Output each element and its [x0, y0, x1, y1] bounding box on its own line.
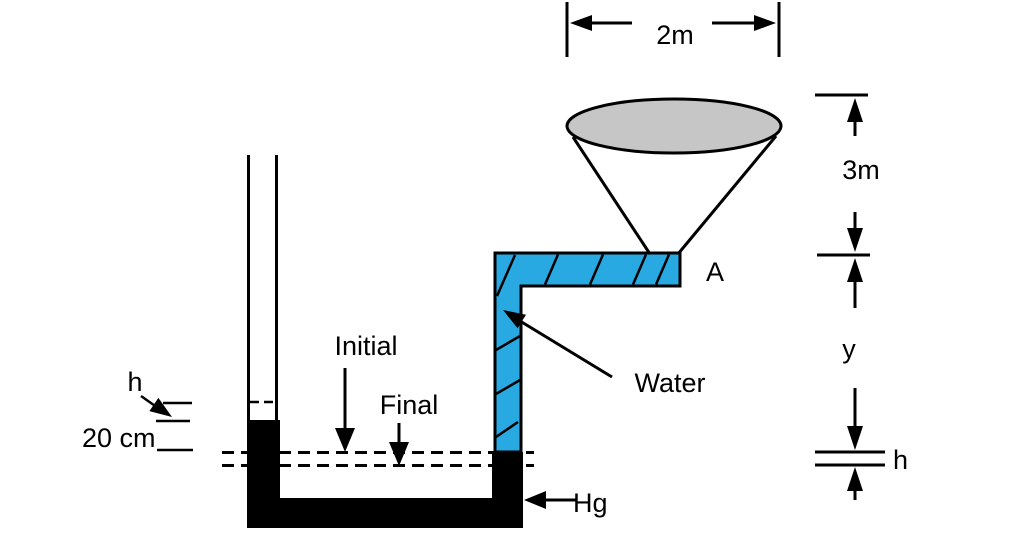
dim-2m	[565, 2, 781, 57]
label-hg: Hg	[573, 488, 608, 518]
dim-3m-up-arrowhead	[847, 98, 863, 122]
dim-y-down-arrowhead	[847, 426, 863, 450]
hg-arrowhead	[524, 491, 546, 509]
water-annotation	[503, 310, 613, 379]
dim-right-chain	[815, 93, 885, 500]
dim-h-left-label: h	[127, 367, 142, 397]
initial-arrowhead	[335, 428, 355, 452]
funnel-right-wall	[676, 135, 778, 255]
dim-h-right-up-arrowhead	[847, 467, 863, 491]
final-arrowhead	[389, 442, 409, 466]
initial-final-arrows	[335, 368, 409, 466]
dim-2m-left-arrowhead	[570, 15, 592, 31]
label-water: Water	[634, 368, 705, 398]
mercury-bottom-run	[247, 498, 523, 528]
dim-h-left-arrowhead	[149, 397, 172, 417]
water-arrow-shaft	[519, 319, 613, 379]
funnel	[565, 97, 783, 255]
dim-y-up-arrowhead	[847, 258, 863, 282]
label-point-a: A	[706, 257, 724, 287]
mercury-annotation	[524, 491, 576, 509]
label-initial: Initial	[334, 331, 397, 361]
funnel-top-ellipse	[565, 97, 783, 155]
dim-2m-right-arrowhead	[754, 15, 776, 31]
water-hatching	[495, 254, 671, 439]
mercury-utube	[247, 420, 523, 528]
water-arrowhead	[503, 310, 526, 329]
dashed-level-lines	[222, 451, 534, 467]
dim-20cm-label: 20 cm	[82, 423, 156, 453]
dim-3m-label: 3m	[842, 155, 880, 185]
dim-2m-label: 2m	[656, 20, 694, 50]
funnel-left-wall	[571, 136, 652, 255]
dim-left-marks	[140, 394, 193, 452]
dim-y-label: y	[842, 334, 856, 364]
label-final: Final	[380, 390, 439, 420]
left-tube	[247, 155, 278, 430]
mercury-right-column	[492, 452, 523, 528]
dim-3m-down-arrowhead	[847, 228, 863, 252]
dim-h-right-label: h	[893, 445, 908, 475]
